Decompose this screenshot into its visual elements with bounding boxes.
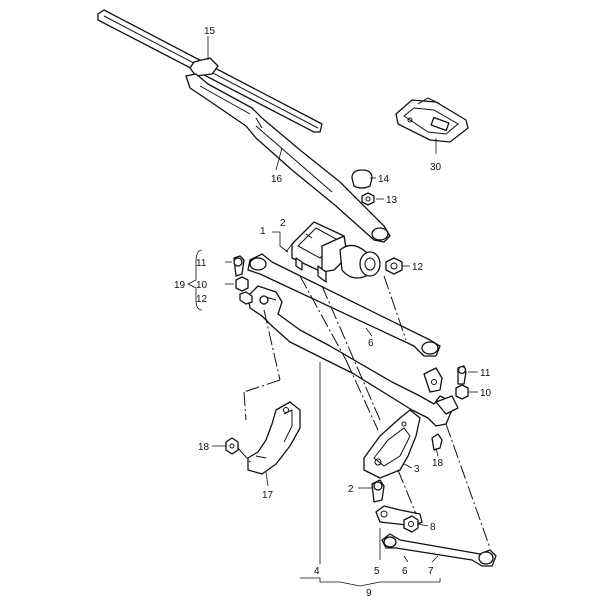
callout-3: 3 [414,464,420,475]
callout-7: 7 [428,566,434,577]
callout-11-left: 11 [196,258,207,269]
nut-12-right [385,257,403,275]
callout-14: 14 [378,174,390,185]
callout-10-left: 10 [196,280,208,291]
callout-2-motor: 2 [280,218,286,229]
callout-8: 8 [430,522,436,533]
callout-19: 19 [174,280,186,291]
callout-30: 30 [430,162,442,173]
bolt-2 [371,479,385,503]
callout-18-left: 18 [198,442,210,453]
callout-15: 15 [204,26,216,37]
callout-17: 17 [262,490,274,501]
callout-12-left: 12 [196,294,208,305]
callout-9: 9 [366,588,372,599]
bracket-3 [363,409,421,479]
nut-8 [403,515,419,533]
wiper-blade [97,9,323,133]
callout-1: 1 [260,226,266,237]
nut-13 [361,192,375,206]
screw-11-right [457,365,467,385]
callout-12-right: 12 [412,262,424,273]
bracket-17 [247,401,301,475]
callout-6-rod: 6 [368,338,374,349]
clip-18-right [431,433,443,451]
wiper-motor [291,221,381,283]
cap [351,169,373,189]
callout-10-right: 10 [480,388,492,399]
callout-6-bottom: 6 [402,566,408,577]
assembly-lines [237,275,491,549]
screw-11-left [233,255,245,277]
crank-link-7 [381,533,497,567]
callout-4: 4 [314,566,320,577]
callout-2-bolt: 2 [348,484,354,495]
callout-5: 5 [374,566,380,577]
nut-10-left [235,276,249,292]
leader-lines [187,36,478,587]
nut-10-right [455,384,469,400]
wiper-frame [247,285,459,427]
control-module [395,97,469,143]
callout-labels: 15 16 14 13 30 1 2 12 11 19 10 12 6 11 1… [174,26,492,599]
nut-12-left [239,291,253,305]
callout-11-right: 11 [480,368,491,379]
linkage-rod-upper [247,253,441,357]
callout-18-right: 18 [432,458,444,469]
nut-18-left [225,437,239,455]
wiper-arm [185,73,391,243]
callout-16: 16 [271,174,283,185]
callout-13: 13 [386,195,398,206]
